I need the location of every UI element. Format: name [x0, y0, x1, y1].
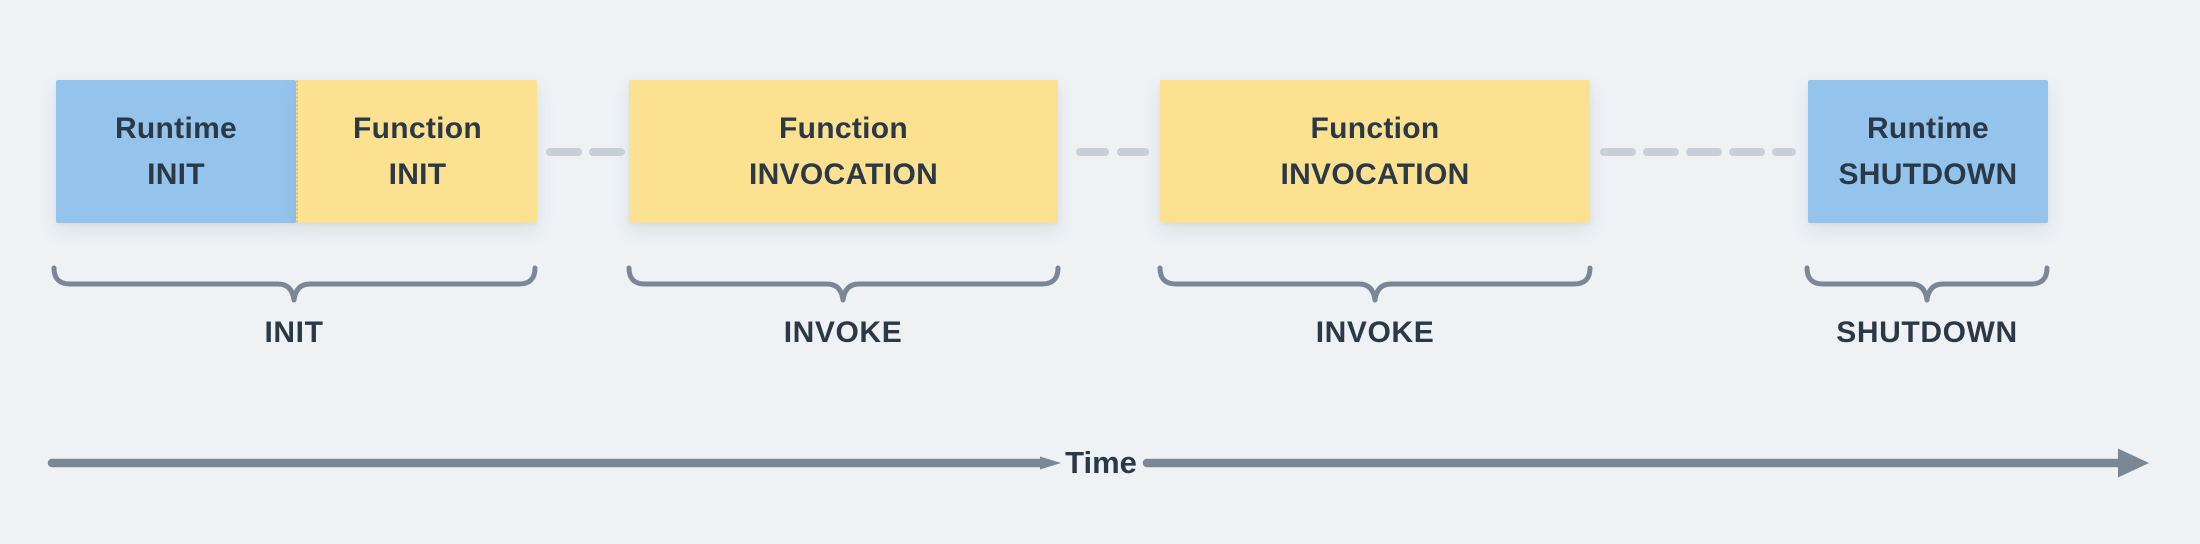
phase-box-runtime-init: Runtime INIT	[56, 80, 296, 223]
phase-box-function-invocation-2: Function INVOCATION	[1160, 80, 1590, 223]
phase-box-function-init: Function INIT	[296, 80, 537, 223]
phase-box-function-invocation-1: Function INVOCATION	[629, 80, 1058, 223]
box-label-line1: Function	[1310, 111, 1440, 145]
brace-shutdown-icon	[1804, 265, 2050, 303]
box-label-line1: Function	[352, 111, 483, 145]
box-label-line1: Function	[778, 111, 909, 145]
box-label-line1: Runtime	[114, 111, 238, 145]
box-label-line2: INVOCATION	[748, 157, 939, 191]
phase-label-invoke-1: INVOKE	[783, 316, 903, 349]
box-label-line2: INIT	[147, 157, 205, 191]
timeline-arrowhead-icon	[2118, 448, 2149, 478]
phase-label-init: INIT	[264, 316, 324, 349]
brace-invoke-2-icon	[1157, 265, 1593, 303]
phase-box-runtime-shutdown: Runtime SHUTDOWN	[1808, 80, 2048, 223]
box-label-line1: Runtime	[1866, 111, 1990, 145]
phase-label-shutdown: SHUTDOWN	[1836, 316, 2018, 349]
brace-invoke-1-icon	[626, 265, 1061, 303]
box-label-line2: INVOCATION	[1280, 157, 1470, 191]
timeline-label: Time	[1065, 445, 1137, 480]
box-label-line2: INIT	[388, 157, 447, 191]
phase-label-invoke-2: INVOKE	[1315, 316, 1435, 349]
brace-init-icon	[51, 265, 538, 303]
timeline-taper-icon	[1040, 456, 1061, 470]
box-label-line2: SHUTDOWN	[1838, 157, 2018, 191]
